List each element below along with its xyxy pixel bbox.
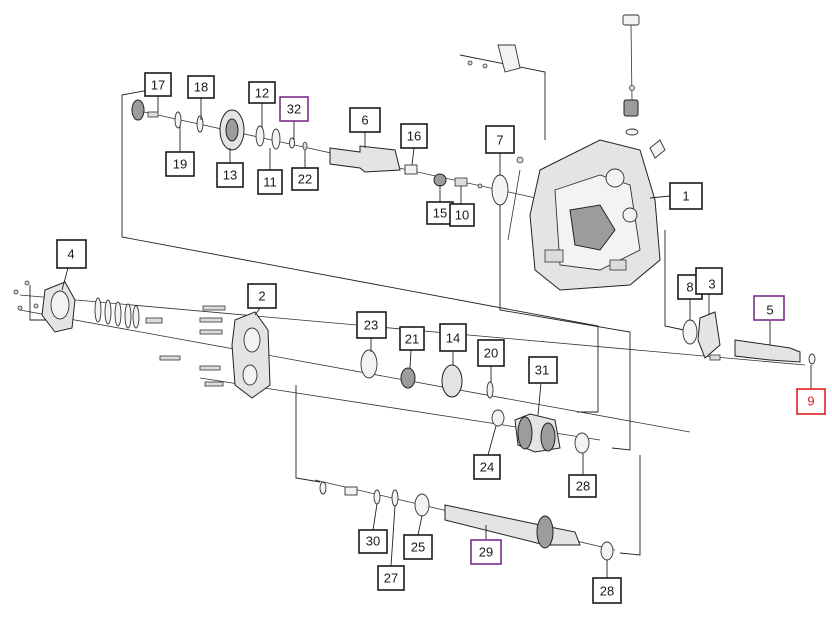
svg-text:9: 9 — [807, 394, 814, 409]
left-cover-frame — [29, 285, 50, 321]
callout-22: 22 — [291, 167, 319, 191]
svg-text:13: 13 — [223, 168, 237, 183]
svg-text:5: 5 — [766, 303, 773, 318]
callout-32: 32 — [279, 96, 309, 122]
svg-text:15: 15 — [433, 206, 447, 221]
callout-30: 30 — [358, 529, 388, 554]
svg-text:1: 1 — [682, 189, 689, 204]
callout-7: 7 — [485, 125, 515, 154]
callout-29: 29 — [470, 539, 502, 565]
callout-21: 21 — [399, 326, 425, 351]
lower-shaft-parts — [319, 481, 614, 561]
svg-text:22: 22 — [298, 172, 312, 187]
svg-text:8: 8 — [686, 280, 693, 295]
svg-text:25: 25 — [411, 540, 425, 555]
callout-15: 15 — [426, 201, 454, 225]
callout-14: 14 — [439, 323, 467, 352]
callout-2: 2 — [247, 283, 277, 309]
svg-text:18: 18 — [194, 80, 208, 95]
callout-5: 5 — [753, 295, 785, 321]
svg-text:29: 29 — [479, 545, 493, 560]
svg-text:6: 6 — [361, 113, 368, 128]
svg-text:20: 20 — [484, 346, 498, 361]
left-cover — [13, 280, 163, 333]
callout-20: 20 — [477, 339, 505, 367]
svg-text:31: 31 — [535, 363, 549, 378]
svg-text:28: 28 — [600, 584, 614, 599]
callout-1: 1 — [669, 182, 703, 210]
callout-28-lower: 28 — [592, 577, 622, 604]
svg-text:12: 12 — [255, 86, 269, 101]
leader-lines — [61, 96, 812, 578]
callout-17: 17 — [144, 72, 172, 97]
svg-text:28: 28 — [576, 479, 590, 494]
callout-3: 3 — [695, 267, 723, 295]
callout-16: 16 — [400, 123, 428, 149]
svg-text:27: 27 — [384, 571, 398, 586]
callout-31: 31 — [528, 356, 558, 384]
svg-text:24: 24 — [480, 460, 494, 475]
callout-27: 27 — [377, 565, 405, 591]
callout-10: 10 — [449, 203, 475, 227]
housing-frame-outline — [459, 54, 546, 140]
svg-text:21: 21 — [405, 332, 419, 347]
lower-frame-outline — [295, 385, 321, 483]
svg-text:7: 7 — [496, 133, 503, 148]
upper-frame-outline — [121, 95, 599, 413]
svg-text:10: 10 — [455, 208, 469, 223]
upper-shaft-parts — [131, 99, 524, 241]
callout-6: 6 — [349, 107, 381, 133]
svg-text:2: 2 — [258, 289, 265, 304]
callout-12: 12 — [248, 81, 276, 104]
housing-frame-left — [499, 190, 631, 451]
svg-text:14: 14 — [446, 331, 460, 346]
callout-19: 19 — [165, 151, 195, 177]
lower-frame-right — [619, 455, 641, 556]
right-side-parts — [682, 311, 816, 365]
callout-24: 24 — [473, 454, 501, 480]
svg-text:3: 3 — [708, 277, 715, 292]
svg-text:17: 17 — [151, 78, 165, 93]
callouts: 17 18 12 32 6 16 7 19 13 11 22 15 10 1 4… — [56, 72, 826, 604]
svg-text:4: 4 — [67, 247, 74, 262]
assembly-outlines — [29, 54, 685, 556]
main-housing — [529, 139, 661, 291]
svg-text:16: 16 — [407, 129, 421, 144]
callout-4: 4 — [56, 239, 87, 269]
svg-text:30: 30 — [366, 534, 380, 549]
housing-frame-right — [664, 230, 685, 331]
svg-text:11: 11 — [263, 175, 277, 190]
callout-28-upper: 28 — [568, 474, 597, 498]
callout-13: 13 — [216, 162, 244, 188]
middle-shaft-parts — [360, 349, 590, 454]
callout-25: 25 — [403, 534, 433, 560]
callout-23: 23 — [356, 311, 387, 339]
dipstick-assembly — [467, 14, 666, 159]
callout-11: 11 — [257, 169, 283, 195]
svg-text:19: 19 — [173, 157, 187, 172]
callout-18: 18 — [187, 75, 215, 99]
svg-text:23: 23 — [364, 318, 378, 333]
callout-9: 9 — [796, 388, 826, 415]
middle-cover-plate — [159, 305, 271, 399]
svg-text:32: 32 — [287, 102, 301, 117]
